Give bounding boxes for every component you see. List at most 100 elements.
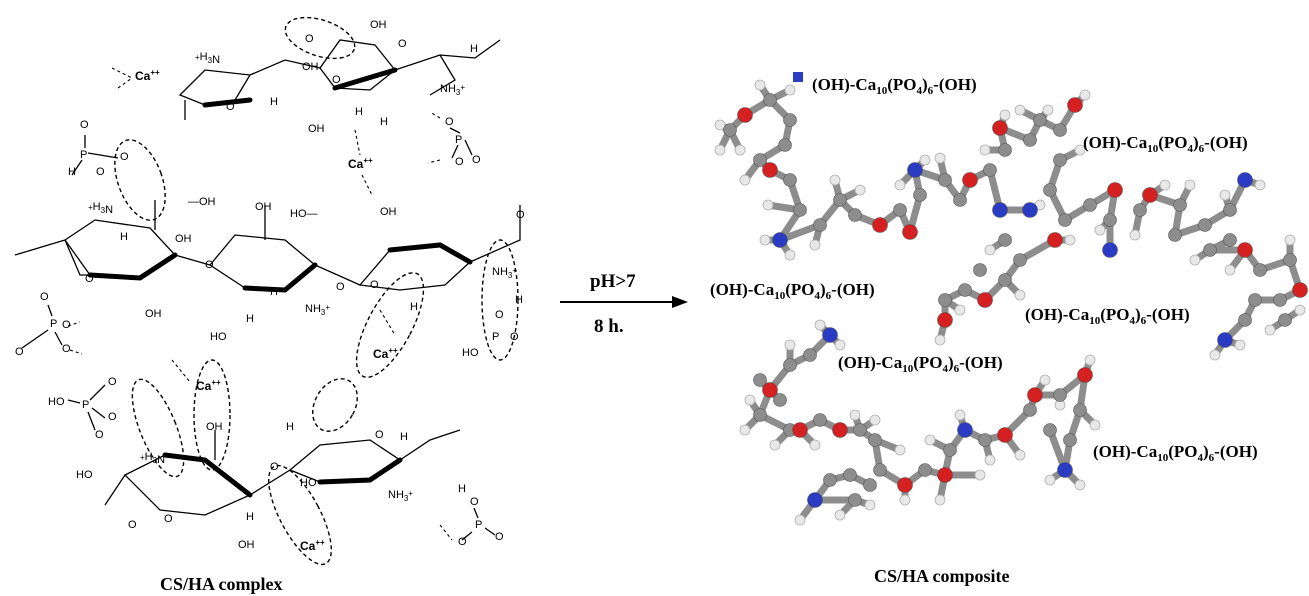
condition-time-label: 8 h.: [594, 316, 624, 337]
svg-text:O: O: [370, 279, 379, 291]
svg-text:O: O: [120, 151, 129, 163]
hydrogen-atom: [1074, 479, 1086, 491]
svg-text:P: P: [455, 134, 462, 146]
carbon-atom: [823, 473, 837, 487]
carbon-atom: [773, 393, 787, 407]
svg-text:NH3+: NH3+: [440, 83, 465, 97]
carbon-atom: [753, 373, 767, 387]
svg-text:O: O: [398, 38, 407, 50]
hydrogen-atom: [784, 249, 796, 261]
reaction-arrow: pH>7 8 h.: [560, 271, 688, 337]
hydrogen-atom: [1084, 354, 1096, 366]
svg-text:O: O: [455, 156, 464, 168]
svg-text:O: O: [375, 429, 384, 441]
calcium-ion-label: Ca++: [348, 156, 373, 171]
svg-text:H: H: [286, 421, 294, 433]
phosphate-group: NH3+ H P HO O O: [462, 239, 523, 361]
nitrogen-atom: [907, 162, 923, 178]
hydrogen-atom: [864, 499, 876, 511]
svg-text:H: H: [458, 483, 466, 495]
phosphate-group: P O H O O: [68, 119, 166, 221]
hydrogen-atom: [829, 174, 841, 186]
hydrogen-atom: [809, 439, 821, 451]
svg-text:+H3N: +H3N: [195, 51, 220, 66]
ha-label-6: (OH)-Ca10(PO4)6-(OH): [1093, 442, 1258, 464]
phosphate-group: P O O O O: [15, 291, 83, 358]
carbon-atom: [778, 138, 792, 152]
svg-text:H: H: [270, 96, 278, 108]
svg-text:P: P: [475, 519, 482, 531]
oxygen-atom: [962, 172, 978, 188]
right-caption: CS/HA composite: [874, 566, 1010, 586]
carbon-atom: [783, 173, 797, 187]
carbon-atom: [1223, 203, 1237, 217]
hydrogen-atom: [834, 339, 846, 351]
nitrogen-atom: [1057, 462, 1073, 478]
hydrogen-atom: [784, 84, 796, 96]
hydrogen-atom: [894, 444, 906, 456]
svg-text:O: O: [15, 346, 24, 358]
oxygen-atom: [1142, 187, 1158, 203]
hydrogen-atom: [1254, 179, 1266, 191]
carbon-atom: [943, 443, 957, 457]
carbon-atom: [1103, 213, 1117, 227]
carbon-atom: [1168, 228, 1182, 242]
carbon-atom: [723, 123, 737, 137]
oxygen-atom: [1077, 367, 1093, 383]
svg-text:+H3N: +H3N: [88, 201, 113, 216]
hydrogen-atom: [924, 434, 936, 446]
hydrogen-atom: [954, 304, 966, 316]
oxygen-atom: [1067, 97, 1083, 113]
carbon-atom: [853, 423, 867, 437]
hydrogen-atom: [854, 184, 866, 196]
carbon-atom: [983, 163, 997, 177]
carbon-atom: [1253, 263, 1267, 277]
nitrogen-atom: [957, 422, 973, 438]
hydrogen-atom: [849, 409, 861, 421]
hydrogen-atom: [809, 239, 821, 251]
hydrogen-atom: [919, 154, 931, 166]
svg-text:OH: OH: [255, 201, 272, 213]
svg-text:O: O: [226, 101, 235, 113]
svg-text:NH3+: NH3+: [492, 266, 517, 280]
ha-label-3: (OH)-Ca10(PO4)6-(OH): [710, 280, 875, 302]
svg-text:HO: HO: [48, 396, 65, 408]
svg-text:+H3N: +H3N: [140, 451, 165, 466]
hydrogen-atom: [784, 339, 796, 351]
hydrogen-atom: [979, 144, 991, 156]
oxygen-atom: [792, 422, 808, 438]
hydrogen-atom: [739, 424, 751, 436]
nitrogen-atom: [992, 202, 1008, 218]
hydrogen-atom: [814, 319, 826, 331]
hydrogen-atom: [1284, 234, 1296, 246]
carbon-atom: [793, 203, 807, 217]
carbon-atom: [1273, 293, 1287, 307]
hydrogen-atom: [794, 514, 806, 526]
svg-text:H: H: [515, 294, 523, 306]
carbon-atom: [1198, 218, 1212, 232]
carbon-atom: [843, 468, 857, 482]
oxygen-atom: [937, 467, 953, 483]
oxygen-atom: [902, 224, 918, 240]
oxygen-atom: [992, 120, 1008, 136]
carbon-atom: [833, 193, 847, 207]
svg-text:OH: OH: [308, 123, 325, 135]
hydrogen-atom: [1089, 419, 1101, 431]
calcium-ion-label: Ca++: [373, 346, 398, 361]
oxygen-atom: [872, 217, 888, 233]
carbon-atom: [753, 408, 767, 422]
svg-text:O: O: [95, 429, 104, 441]
carbon-atom: [958, 283, 972, 297]
hydrogen-atom: [984, 244, 996, 256]
hydrogen-atom: [1159, 179, 1171, 191]
chitosan-chain-top: +H3N OH OH OH NH3+ O O O H H H H O: [178, 16, 501, 135]
hydrogen-atom: [974, 469, 986, 481]
chitosan-chain-bottom: +H3N HO OH OH NH3+ HO O O O O H H H: [76, 378, 461, 566]
svg-text:NH3+: NH3+: [305, 303, 330, 317]
svg-text:O: O: [164, 513, 173, 525]
hydrogen-atom: [1044, 474, 1056, 486]
hydrogen-atom: [759, 234, 771, 246]
svg-text:OH: OH: [302, 61, 319, 73]
svg-text:P: P: [80, 149, 87, 161]
